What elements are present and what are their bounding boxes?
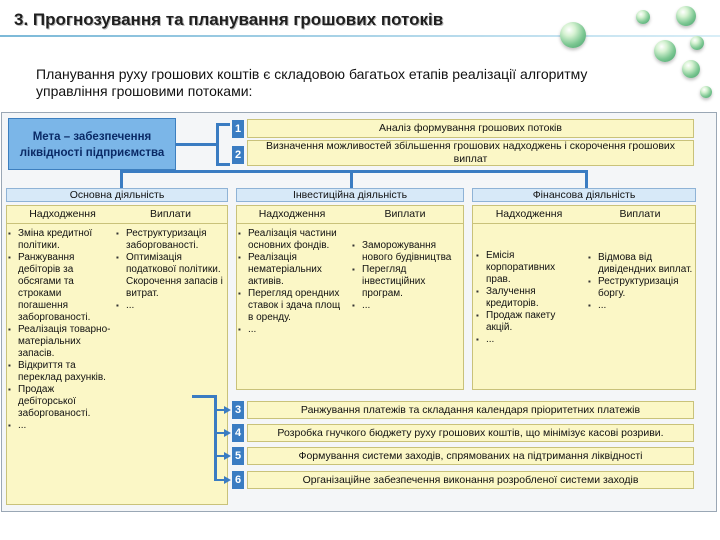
step-text: Розробка гнучкого бюджету руху грошових … [277, 427, 663, 440]
intro-text: Планування руху грошових коштів є складо… [36, 66, 646, 100]
step-text: Формування системи заходів, спрямованих … [298, 450, 642, 463]
outflow-list: Відмова від дивідендних виплат. Реструкт… [588, 252, 694, 312]
arrow-right-icon [224, 429, 231, 437]
water-drop-decoration [560, 22, 586, 48]
connector-line [216, 123, 219, 166]
list-item: ... [476, 334, 582, 346]
inflow-header: Надходження [238, 208, 346, 220]
connector-line [192, 395, 217, 398]
step-box: Ранжування платежів та складання календа… [247, 401, 694, 419]
outflow-list: Реструктуризація заборгованості. Оптиміз… [116, 228, 226, 312]
water-drop-decoration [690, 36, 704, 50]
connector-line [216, 163, 230, 166]
activity-header: Інвестиційна діяльність [236, 188, 464, 202]
connector-line [216, 123, 230, 126]
list-item: Оптимізація податкової політики. Скороче… [116, 252, 226, 300]
step-number: 5 [232, 447, 244, 465]
list-item: ... [588, 300, 694, 312]
connector-line [176, 143, 218, 146]
list-item: Перегляд інвестиційних програм. [352, 264, 462, 300]
list-item: Зміна кредитної політики. [8, 228, 114, 252]
inflow-list: Емісія корпоративних прав. Залучення кре… [476, 250, 582, 346]
arrow-right-icon [224, 406, 231, 414]
step-number: 2 [232, 146, 244, 164]
list-item: ... [116, 300, 226, 312]
water-drop-decoration [676, 6, 696, 26]
list-item: Залучення кредиторів. [476, 286, 582, 310]
title-underline [0, 35, 720, 37]
list-item: Відмова від дивідендних виплат. [588, 252, 694, 276]
water-drop-decoration [636, 10, 650, 24]
list-item: Реалізація товарно-матеріальних запасів. [8, 324, 114, 360]
list-item: Реструктуризація боргу. [588, 276, 694, 300]
list-item: Перегляд орендних ставок і здача площ в … [238, 288, 348, 324]
step-box: Аналіз формування грошових потоків [247, 119, 694, 138]
outflow-header: Виплати [586, 208, 694, 220]
connector-line [214, 395, 217, 481]
inflow-header: Надходження [10, 208, 115, 220]
arrow-right-icon [224, 452, 231, 460]
step-text: Визначення можливостей збільшення грошов… [248, 140, 693, 166]
list-item: ... [238, 324, 348, 336]
water-drop-decoration [682, 60, 700, 78]
outflow-list: Заморожування нового будівництва Перегля… [352, 240, 462, 312]
goal-box: Мета – забезпечення ліквідності підприєм… [8, 118, 176, 170]
outflow-header: Виплати [118, 208, 223, 220]
list-item: Емісія корпоративних прав. [476, 250, 582, 286]
step-number: 6 [232, 471, 244, 489]
list-item: Ранжування дебіторів за обсягами та стро… [8, 252, 114, 324]
inflow-list: Реалізація частини основних фондів. Реал… [238, 228, 348, 336]
list-item: Заморожування нового будівництва [352, 240, 462, 264]
activity-header: Основна діяльність [6, 188, 228, 202]
divider-line [6, 223, 228, 224]
arrow-right-icon [224, 476, 231, 484]
step-text: Аналіз формування грошових потоків [379, 122, 562, 135]
step-text: Ранжування платежів та складання календа… [301, 404, 640, 417]
connector-line [120, 170, 588, 173]
step-box: Формування системи заходів, спрямованих … [247, 447, 694, 465]
activity-header: Фінансова діяльність [472, 188, 696, 202]
step-number: 1 [232, 120, 244, 138]
divider-line [236, 223, 464, 224]
step-number: 4 [232, 424, 244, 442]
step-text: Організаційне забезпечення виконання роз… [303, 474, 639, 487]
step-box: Розробка гнучкого бюджету руху грошових … [247, 424, 694, 442]
list-item: ... [352, 300, 462, 312]
step-box: Організаційне забезпечення виконання роз… [247, 471, 694, 489]
water-drop-decoration [700, 86, 712, 98]
list-item: Продаж пакету акцій. [476, 310, 582, 334]
list-item: ... [8, 420, 114, 432]
list-item: Реструктуризація заборгованості. [116, 228, 226, 252]
step-box: Визначення можливостей збільшення грошов… [247, 140, 694, 166]
list-item: Реалізація частини основних фондів. [238, 228, 348, 252]
step-number: 3 [232, 401, 244, 419]
outflow-header: Виплати [350, 208, 460, 220]
inflow-header: Надходження [474, 208, 584, 220]
list-item: Відкриття та переклад рахунків. [8, 360, 114, 384]
slide-title: 3. Прогнозування та планування грошових … [14, 10, 443, 30]
inflow-list: Зміна кредитної політики. Ранжування деб… [8, 228, 114, 432]
list-item: Реалізація нематеріальних активів. [238, 252, 348, 288]
list-item: Продаж дебіторської заборгованості. [8, 384, 114, 420]
water-drop-decoration [654, 40, 676, 62]
divider-line [472, 223, 696, 224]
